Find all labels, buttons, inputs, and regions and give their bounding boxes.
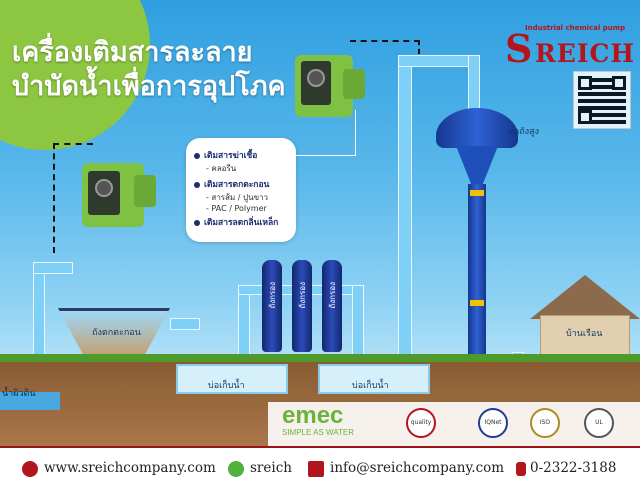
house-label: บ้านเรือน: [566, 329, 603, 339]
filter-tank-2: ถังกรอง: [292, 260, 312, 352]
dosing-pump-left: [82, 163, 156, 227]
callout-coagulant-item-2: - PAC / Polymer: [206, 204, 267, 213]
cert-iso: ISO: [530, 408, 560, 438]
chemical-callout: เติมสารฆ่าเชื้อ - คลอรีน เติมสารตกตะกอน …: [186, 138, 296, 242]
dashed-line-left-down: [53, 143, 55, 253]
footer-line[interactable]: sreich: [228, 460, 292, 477]
water-well-2-label: บ่อเก็บน้ำ: [352, 381, 389, 391]
cert-ul: UL: [584, 408, 614, 438]
pipe-filter-out: [352, 285, 364, 355]
footer: www.sreichcompany.com sreich info@sreich…: [0, 446, 640, 489]
surface-water-label: น้ำผิวดิน: [2, 389, 36, 399]
cert-quality: quality: [406, 408, 436, 438]
callout-iron-head: เติมสารลดกลิ่นเหล็ก: [194, 215, 288, 229]
water-well-1-label: บ่อเก็บน้ำ: [208, 381, 245, 391]
title-line-2: บำบัดน้ำเพื่อการอุปโภค: [12, 71, 286, 102]
grass-strip: [0, 354, 640, 362]
pipe-tower-down: [468, 55, 480, 115]
callout-disinfect-item: - คลอรีน: [206, 164, 237, 173]
footer-phone[interactable]: 0-2322-3188: [516, 460, 616, 476]
brand-tagline: Industrial chemical pump: [525, 24, 626, 32]
filter-tank-2-label: ถังกรอง: [298, 282, 307, 309]
footer-website[interactable]: www.sreichcompany.com: [22, 460, 216, 477]
brand-logo: Industrial chemical pump S REICH: [503, 22, 635, 72]
water-well-2: [318, 364, 430, 394]
callout-coagulant-head: เติมสารตกตะกอน: [194, 177, 288, 191]
callout-connector: [296, 155, 356, 156]
mail-icon: [308, 460, 324, 477]
dashed-line-top: [350, 40, 420, 42]
emec-tagline: SIMPLE AS WATER: [282, 428, 355, 437]
pipe-settle-out: [170, 318, 200, 330]
callout-disinfect-head: เติมสารฆ่าเชื้อ: [194, 148, 288, 162]
filter-tank-3-label: ถังกรอง: [328, 282, 337, 309]
qr-code[interactable]: [573, 71, 631, 129]
filter-tank-1: ถังกรอง: [262, 260, 282, 352]
brand-initial: S: [505, 26, 533, 71]
pipe-filter-in: [238, 285, 250, 355]
line-icon: [228, 460, 244, 477]
surface-water: [0, 392, 60, 410]
settling-tank-label: ถังตกตะกอน: [92, 328, 141, 338]
footer-email[interactable]: info@sreichcompany.com: [308, 460, 504, 477]
dashed-line-top-down: [418, 40, 420, 54]
dosing-pump-top: [295, 55, 365, 117]
water-tower-label: หอถังสูง: [508, 127, 540, 137]
emec-logo: emec SIMPLE AS WATER: [282, 402, 355, 438]
water-tower: [432, 108, 522, 370]
pipe-main-riser: [398, 55, 412, 375]
filter-tank-1-label: ถังกรอง: [268, 282, 277, 309]
callout-connector-v: [355, 110, 356, 156]
dashed-line-left: [53, 143, 93, 145]
settling-tank: [58, 308, 170, 360]
title-line-1: เครื่องเติมสารละลาย: [12, 37, 253, 68]
filter-tank-3: ถังกรอง: [322, 260, 342, 352]
brand-name: REICH: [535, 39, 636, 68]
brand-band: [268, 402, 640, 446]
phone-icon: [516, 461, 526, 476]
water-well-1: [176, 364, 288, 394]
cert-iqnet: IQNet: [478, 408, 508, 438]
pipe-left-top: [33, 262, 73, 274]
callout-coagulant-item-1: - สารส้ม / ปูนขาว: [206, 193, 269, 202]
globe-icon: [22, 460, 38, 477]
emec-name: emec: [282, 402, 344, 429]
